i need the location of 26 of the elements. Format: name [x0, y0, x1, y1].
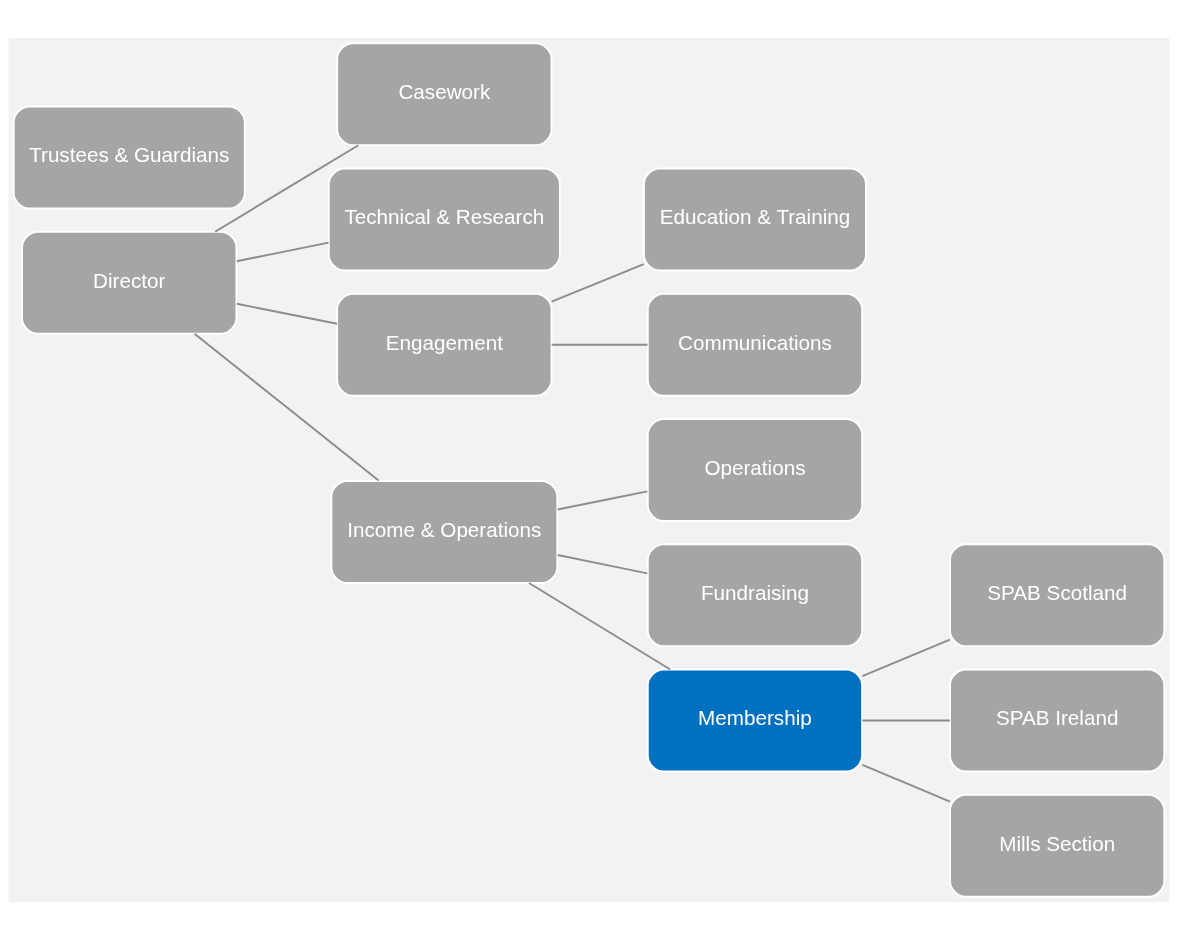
connector [528, 582, 672, 671]
node-box: Mills Section [949, 793, 1166, 898]
node-box: Operations [646, 418, 864, 522]
node-box: Technical & Research [327, 167, 561, 272]
connector [556, 554, 649, 575]
node-box: Communications [646, 292, 864, 397]
connector [214, 144, 360, 233]
node-box: Income & Operations [330, 480, 559, 584]
node-box: Casework [336, 42, 553, 147]
node-box: Trustees & Guardians [12, 105, 246, 210]
connector [235, 241, 330, 263]
node-box: Director [21, 230, 238, 335]
connector [193, 332, 380, 482]
connector [235, 302, 339, 325]
node-box: SPAB Ireland [949, 668, 1166, 773]
connector [861, 719, 951, 722]
node-box: Fundraising [646, 543, 864, 648]
node-box: Membership [646, 668, 864, 773]
node-box: Education & Training [642, 167, 867, 272]
connector [550, 343, 649, 346]
connector [861, 763, 951, 803]
node-box: Engagement [336, 292, 553, 397]
node-box: SPAB Scotland [949, 543, 1166, 648]
connector [550, 263, 645, 303]
connector [556, 490, 649, 511]
connector [861, 638, 951, 678]
